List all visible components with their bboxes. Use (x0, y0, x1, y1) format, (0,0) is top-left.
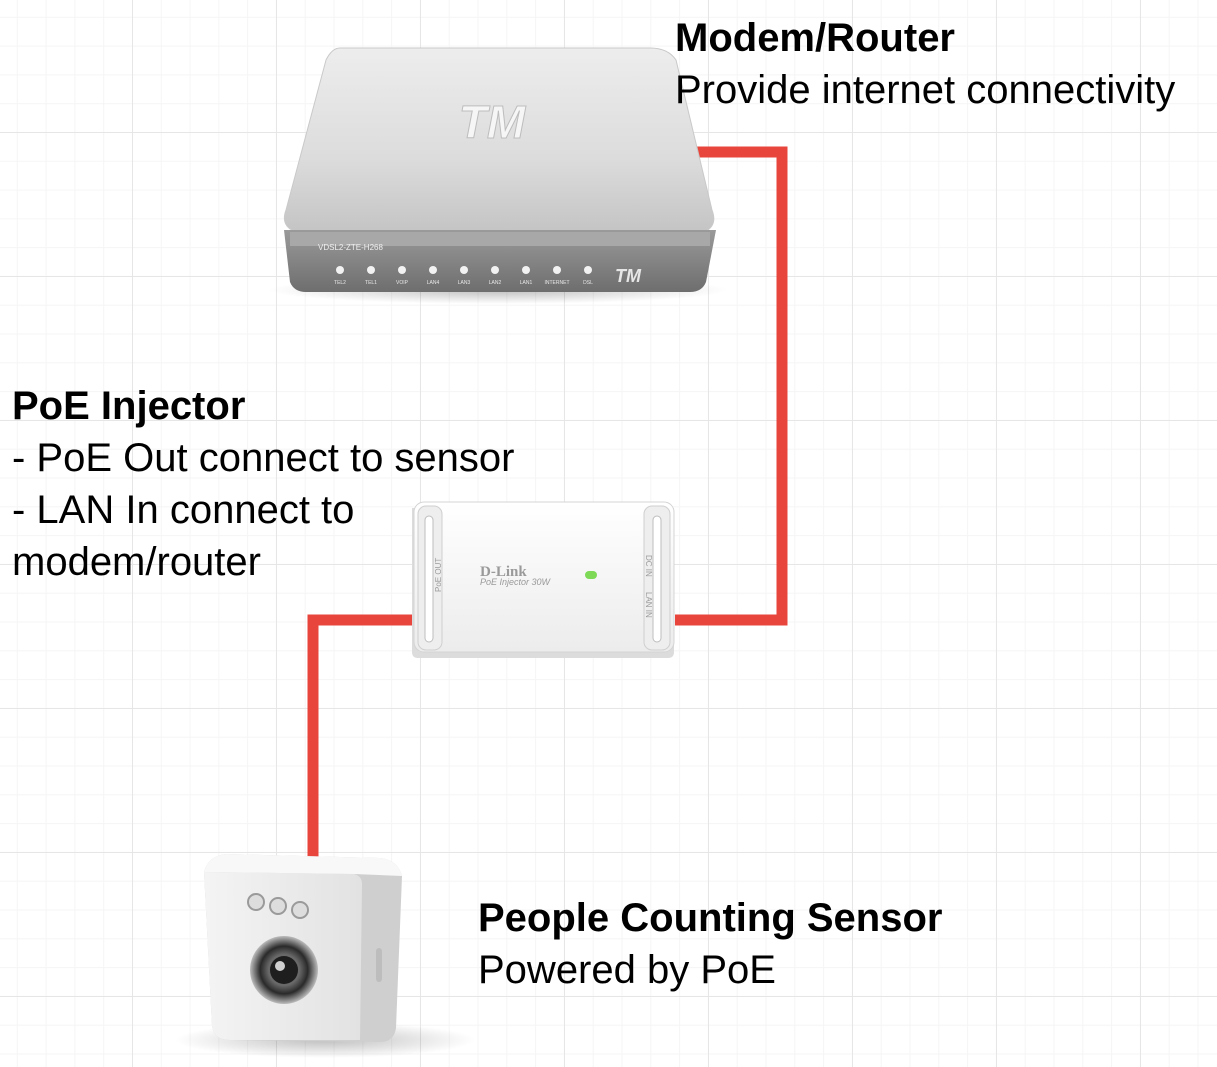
poe-injector-title: PoE Injector (12, 384, 246, 428)
lan-in-port-label: LAN IN (644, 592, 653, 618)
port-label: INTERNET (545, 280, 570, 286)
port-led-icon (460, 266, 468, 274)
port-label: LAN2 (489, 280, 502, 286)
modem-router-label: Modem/Router Provide internet connectivi… (675, 12, 1175, 116)
poe-injector-icon: D-Link PoE Injector 30W PoE OUT DC IN LA… (412, 501, 675, 658)
port-label: DSL (583, 280, 593, 286)
poe-injector-line: modem/router (12, 540, 261, 584)
port-label: LAN1 (520, 280, 533, 286)
dc-in-port-label: DC IN (644, 555, 653, 577)
modem-router-icon: TM VDSL2-ZTE-H268 TEL2 TEL1 VOIP LAN4 LAN3 LA… (268, 47, 728, 304)
modem-router-title: Modem/Router (675, 16, 955, 60)
port-label: LAN3 (458, 280, 471, 286)
modem-port-leds: TEL2 TEL1 VOIP LAN4 LAN3 LAN2 LAN1 INTERNET DSL (334, 266, 593, 286)
port-led-icon (336, 266, 344, 274)
cable-line (675, 146, 788, 626)
poe-injector-line: - PoE Out connect to sensor (12, 436, 515, 480)
sensor-label: People Counting Sensor Powered by PoE (478, 892, 942, 996)
poe-injector-label: PoE Injector - PoE Out connect to sensor… (12, 380, 514, 588)
port-led-icon (584, 266, 592, 274)
cable-line (307, 614, 418, 878)
poe-brand-logo: D-Link (480, 564, 527, 580)
port-label: LAN4 (427, 280, 440, 286)
sensor-title: People Counting Sensor (478, 896, 943, 940)
port-led-icon (367, 266, 375, 274)
port-label: TEL1 (365, 280, 377, 286)
cable-poe-to-sensor (307, 614, 418, 878)
status-led-icon (585, 571, 597, 579)
port-led-icon (553, 266, 561, 274)
people-counting-sensor-icon (175, 854, 475, 1058)
port-led-icon (398, 266, 406, 274)
poe-model-label: PoE Injector 30W (480, 577, 552, 587)
modem-logo: TM (459, 96, 527, 148)
port-led-icon (522, 266, 530, 274)
cable-modem-to-poe (675, 146, 788, 626)
poe-out-port-label: PoE OUT (434, 558, 443, 592)
poe-injector-line: - LAN In connect to (12, 488, 355, 532)
port-label: VOIP (396, 280, 409, 286)
sensor-description: Powered by PoE (478, 948, 776, 992)
port-led-icon (491, 266, 499, 274)
modem-front-logo: TM (615, 266, 642, 286)
modem-model-label: VDSL2-ZTE-H268 (318, 243, 383, 252)
port-label: TEL2 (334, 280, 346, 286)
port-led-icon (429, 266, 437, 274)
modem-router-description: Provide internet connectivity (675, 68, 1176, 112)
